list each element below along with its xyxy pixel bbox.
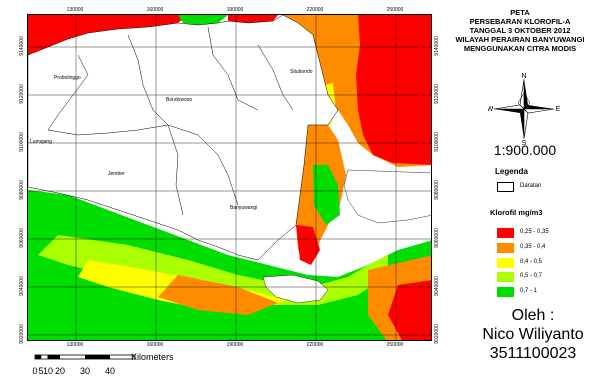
boundary-4 <box>257 44 294 111</box>
author-prefix: Oleh : <box>511 307 555 324</box>
x-tick-label: 250000 <box>386 7 404 13</box>
author-id: 3511100023 <box>489 345 577 362</box>
chlorophyll-map <box>28 15 431 340</box>
y-tick-label: 9080000 <box>19 180 25 200</box>
y-tick-label: 9100000 <box>434 132 440 152</box>
north-arrow-icon: N E S W <box>488 73 560 145</box>
scale-bar-label: 40 <box>104 366 116 376</box>
land-swatch <box>497 182 514 192</box>
y-tick-label: 9020000 <box>434 324 440 344</box>
x-tick-label: 130000 <box>66 7 84 13</box>
boundary-3 <box>207 26 259 111</box>
legend-label: 0,4 - 0,5 <box>520 259 543 265</box>
place-jember: Jember <box>108 171 125 177</box>
bali-land <box>343 169 431 224</box>
java-land <box>28 15 339 261</box>
legend-swatch <box>497 272 514 282</box>
legend-label: 0,5 - 0,7 <box>520 273 543 279</box>
sea-east-red <box>356 15 431 165</box>
y-tick-label: 9060000 <box>434 228 440 248</box>
north-label: N <box>521 73 526 80</box>
y-tick-label: 9080000 <box>434 180 440 200</box>
sea-south-orange <box>158 275 278 315</box>
legend-swatch <box>497 287 514 297</box>
legend-label: 0,25 - 0,35 <box>520 229 549 235</box>
grid-lines <box>28 15 431 340</box>
y-tick-label: 9040000 <box>19 276 25 296</box>
title-line: MENGGUNAKAN CITRA MODIS <box>463 44 577 53</box>
east-label: E <box>556 106 560 113</box>
legend-swatch <box>497 243 514 253</box>
west-label: W <box>488 106 494 113</box>
y-tick-label: 9020000 <box>19 324 25 344</box>
boundary-2 <box>127 34 169 126</box>
legend-label: 0,35 - 0,4 <box>520 244 546 250</box>
y-tick-label: 9120000 <box>19 84 25 104</box>
south-label: S <box>522 140 527 145</box>
scale-bar-label: 10 <box>42 366 54 376</box>
title-line: TANGGAL 3 OKTOBER 2012 <box>469 26 571 35</box>
chlorophyll-legend-title: Klorofil mg/m3 <box>490 208 543 217</box>
y-tick-label: 9040000 <box>434 276 440 296</box>
x-tick-label: 220000 <box>306 342 324 348</box>
island-south <box>262 274 329 304</box>
sea-north-green <box>178 15 228 25</box>
legend-swatch <box>497 258 514 268</box>
land-label: Daratan <box>520 183 542 189</box>
x-tick-label: 190000 <box>226 7 244 13</box>
x-tick-label: 160000 <box>146 342 164 348</box>
strait-red <box>296 225 320 265</box>
y-tick-label: 9140000 <box>19 36 25 56</box>
place-bondowoso: Bondowoso <box>166 97 193 103</box>
x-tick-label: 130000 <box>66 342 84 348</box>
map-title: PETA PERSEBARAN KLOROFIL-A TANGGAL 3 OKT… <box>440 8 600 53</box>
y-tick-label: 9060000 <box>19 228 25 248</box>
scale-bar-label: 5 <box>38 366 44 376</box>
x-tick-label: 250000 <box>386 342 404 348</box>
scale-bar-label: 30 <box>79 366 91 376</box>
scale-bar-label: 20 <box>54 366 66 376</box>
y-tick-label: 9120000 <box>434 84 440 104</box>
scale-bar-unit: Kilometers <box>131 352 174 362</box>
title-line: PETA <box>510 8 530 17</box>
place-lumajang: Lumajang <box>30 139 52 145</box>
author-block: Oleh : Nico Wiliyanto 3511100023 <box>462 306 604 363</box>
y-tick-label: 9100000 <box>19 132 25 152</box>
sea-south-green <box>28 190 431 340</box>
author-name: Nico Wiliyanto <box>482 326 584 343</box>
sea-north-west-red <box>28 15 188 55</box>
scale-bar <box>34 354 136 360</box>
legend-label: 0,7 - 1 <box>520 288 538 294</box>
x-tick-label: 220000 <box>306 7 324 13</box>
boundary-6 <box>167 124 184 216</box>
place-probolinggo: Probolinggo <box>54 75 81 81</box>
scale-ratio: 1:900.000 <box>493 142 557 158</box>
title-line: WILAYAH PERAIRAN BANYUWANGI <box>455 35 585 44</box>
x-tick-label: 160000 <box>146 7 164 13</box>
map-frame[interactable]: Probolinggo Situbondo Bondowoso Lumajang… <box>27 14 432 341</box>
title-line: PERSEBARAN KLOROFIL-A <box>469 17 571 26</box>
scale-bar-label: 0 <box>32 366 38 376</box>
legend-title: Legenda <box>495 167 528 176</box>
strait-green <box>313 165 340 225</box>
place-situbondo: Situbondo <box>290 69 313 75</box>
legend-swatch <box>497 228 514 238</box>
sea-south-east-red <box>388 280 431 340</box>
place-banyuwangi: Banyuwangi <box>230 205 258 211</box>
sea-north-red-2 <box>228 15 278 23</box>
x-tick-label: 190000 <box>226 342 244 348</box>
